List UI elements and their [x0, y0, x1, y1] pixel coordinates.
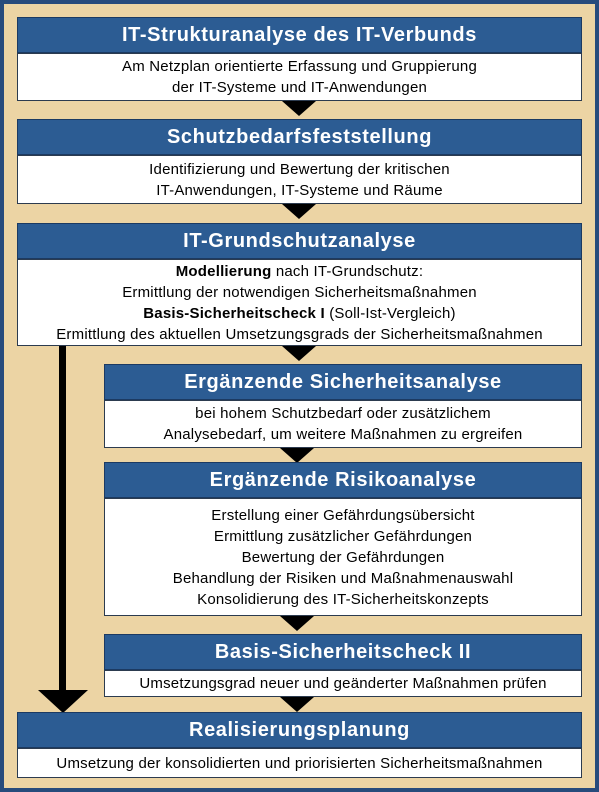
flow-arrow	[280, 616, 314, 631]
flow-arrow	[280, 697, 314, 712]
description-line: Bewertung der Gefährdungen	[241, 548, 445, 566]
description-line: Ermittlung der notwendigen Sicherheitsma…	[122, 283, 477, 301]
step-sicherheitsanalyse-description: bei hohem Schutzbedarf oder zusätzlichem…	[104, 400, 582, 448]
skip-arrow-shaft	[59, 346, 66, 690]
description-line: der IT-Systeme und IT-Anwendungen	[171, 79, 428, 96]
step-grundschutzanalyse-header: IT-Grundschutzanalyse	[17, 223, 582, 259]
description-line: Basis-Sicherheitscheck I (Soll-Ist-Vergl…	[143, 303, 455, 324]
step-strukturanalyse-header: IT-Strukturanalyse des IT-Verbunds	[17, 17, 582, 53]
description-line: Behandlung der Risiken und Maßnahmenausw…	[172, 569, 514, 587]
step-schutzbedarf-description: Identifizierung und Bewertung der kritis…	[17, 155, 582, 204]
description-line: Ermittlung des aktuellen Umsetzungsgrads…	[56, 325, 543, 343]
line-rest: nach IT-Grundschutz:	[271, 262, 424, 280]
flow-arrow	[282, 101, 316, 116]
description-line: Konsolidierung des IT-Sicherheitskonzept…	[197, 590, 489, 608]
step-risikoanalyse-header: Ergänzende Risikoanalyse	[104, 462, 582, 498]
step-basischeck2-description: Umsetzungsgrad neuer und geänderter Maßn…	[104, 670, 582, 697]
line-rest: (Soll-Ist-Vergleich)	[324, 304, 456, 322]
step-title: IT-Grundschutzanalyse	[183, 229, 416, 252]
skip-arrow-head	[38, 690, 88, 713]
step-title: Schutzbedarfsfeststellung	[166, 125, 433, 148]
description-line: Modellierung nach IT-Grundschutz:	[176, 261, 424, 282]
step-title: Ergänzende Sicherheitsanalyse	[184, 370, 502, 393]
flow-arrow	[282, 204, 316, 219]
step-title: Basis-Sicherheitscheck II	[214, 640, 472, 663]
description-line: Umsetzungsgrad neuer und geänderter Maßn…	[139, 675, 547, 692]
description-line: IT-Anwendungen, IT-Systeme und Räume	[156, 181, 443, 199]
basis-check-term: Basis-Sicherheitscheck I	[143, 304, 325, 322]
step-realisierungsplanung-header: Realisierungsplanung	[17, 712, 582, 748]
description-line: Umsetzung der konsolidierten und prioris…	[56, 754, 543, 772]
flow-arrow	[280, 448, 314, 463]
step-sicherheitsanalyse-header: Ergänzende Sicherheitsanalyse	[104, 364, 582, 400]
description-line: Ermittlung zusätzlicher Gefährdungen	[213, 527, 473, 545]
step-strukturanalyse-description: Am Netzplan orientierte Erfassung und Gr…	[17, 53, 582, 101]
description-line: Analysebedarf, um weitere Maßnahmen zu e…	[163, 426, 523, 443]
step-title: Realisierungsplanung	[189, 718, 410, 741]
step-title: Ergänzende Risikoanalyse	[209, 468, 477, 491]
step-title: IT-Strukturanalyse des IT-Verbunds	[122, 23, 477, 46]
step-realisierungsplanung-description: Umsetzung der konsolidierten und prioris…	[17, 748, 582, 778]
description-line: bei hohem Schutzbedarf oder zusätzlichem	[195, 405, 491, 422]
step-schutzbedarf-header: Schutzbedarfsfeststellung	[17, 119, 582, 155]
modellierung-term: Modellierung	[175, 262, 272, 280]
step-basischeck2-header: Basis-Sicherheitscheck II	[104, 634, 582, 670]
step-risikoanalyse-description: Erstellung einer Gefährdungsübersicht Er…	[104, 498, 582, 616]
description-line: Identifizierung und Bewertung der kritis…	[149, 160, 450, 178]
step-grundschutzanalyse-description: Modellierung nach IT-Grundschutz: Ermitt…	[17, 259, 582, 346]
flow-arrow	[282, 346, 316, 361]
description-line: Erstellung einer Gefährdungsübersicht	[211, 506, 475, 524]
description-line: Am Netzplan orientierte Erfassung und Gr…	[122, 58, 477, 75]
